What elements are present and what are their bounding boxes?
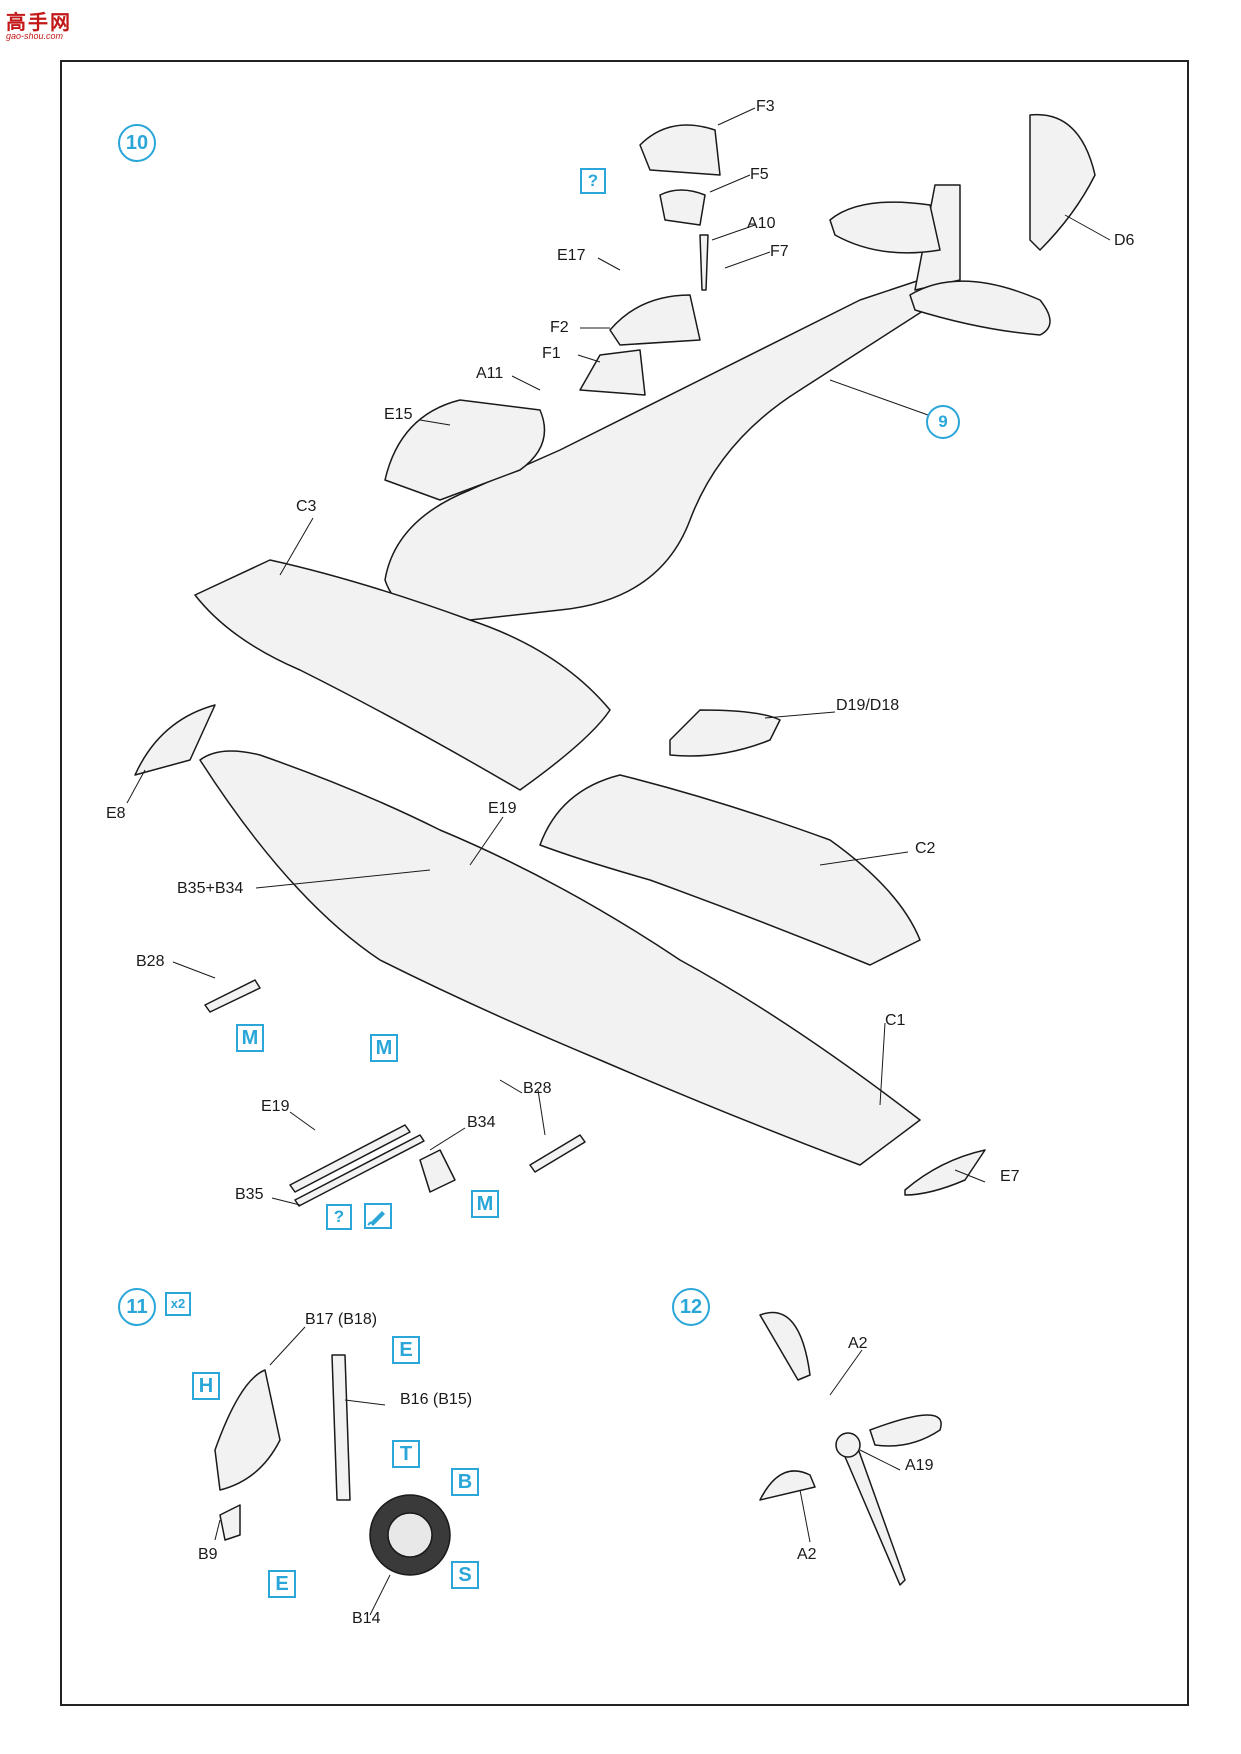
logo-text: 高手网 bbox=[6, 12, 72, 34]
part-label-a2-bottom: A2 bbox=[797, 1546, 817, 1563]
cowling-part-e15 bbox=[384, 399, 546, 501]
gun-barrel-right-b28 bbox=[529, 1134, 586, 1173]
part-label-e15: E15 bbox=[384, 406, 413, 423]
part-label-b9: B9 bbox=[198, 1546, 218, 1563]
cannon-part-e19 bbox=[289, 1124, 411, 1193]
propeller-blade-upper bbox=[759, 1311, 811, 1381]
part-label-c2: C2 bbox=[915, 840, 936, 857]
paint-code-m-right: M bbox=[471, 1190, 499, 1218]
part-label-b17-b18: B17 (B18) bbox=[305, 1311, 378, 1328]
part-label-e19-bottom: E19 bbox=[261, 1098, 290, 1115]
paint-brush-icon bbox=[364, 1203, 392, 1229]
part-label-b28-left: B28 bbox=[136, 953, 165, 970]
paint-code-b: B bbox=[451, 1468, 479, 1496]
propeller-blade-right bbox=[869, 1414, 942, 1447]
paint-code-m-left: M bbox=[236, 1024, 264, 1052]
part-label-e17: E17 bbox=[557, 247, 586, 264]
cannon-cover-b34 bbox=[419, 1149, 456, 1193]
lower-wing-part-c1 bbox=[199, 750, 921, 1166]
part-label-b35: B35 bbox=[235, 1186, 264, 1203]
optional-part-symbol: ? bbox=[580, 168, 606, 194]
part-label-c3: C3 bbox=[296, 498, 317, 515]
windscreen-part-f1 bbox=[579, 349, 646, 396]
spinner-part-a19 bbox=[839, 1439, 906, 1586]
tailplane-right-drawing bbox=[909, 280, 1051, 336]
propeller-hub-drawing bbox=[835, 1432, 861, 1458]
logo-url: gao-shou.com bbox=[6, 31, 64, 41]
part-label-b28-right: B28 bbox=[523, 1080, 552, 1097]
paint-code-t: T bbox=[392, 1440, 420, 1468]
cannon-part-b35 bbox=[294, 1134, 425, 1207]
landing-gear-leg-b16 bbox=[331, 1354, 351, 1501]
wingtip-part-e7 bbox=[904, 1149, 986, 1196]
part-label-f5: F5 bbox=[750, 166, 769, 183]
part-label-f7: F7 bbox=[770, 243, 789, 260]
paint-code-h: H bbox=[192, 1372, 220, 1400]
part-label-b35-b34: B35+B34 bbox=[177, 880, 244, 897]
part-label-d19-d18: D19/D18 bbox=[836, 697, 900, 714]
part-label-b34: B34 bbox=[467, 1114, 496, 1131]
site-logo: 高手网 gao-shou.com bbox=[6, 6, 76, 42]
part-label-a2-top: A2 bbox=[848, 1335, 868, 1352]
part-label-b14: B14 bbox=[352, 1610, 381, 1627]
canopy-part-f2 bbox=[609, 294, 701, 346]
optional-part-symbol-cannon: ? bbox=[326, 1204, 352, 1230]
upper-wing-part-c3 bbox=[194, 559, 611, 791]
canopy-part-f3 bbox=[639, 124, 721, 176]
part-label-f2: F2 bbox=[550, 319, 569, 336]
step-11-marker: 11 bbox=[118, 1288, 156, 1326]
gear-door-part-b17 bbox=[214, 1369, 281, 1491]
propeller-blade-left bbox=[759, 1470, 816, 1501]
part-label-a10: A10 bbox=[747, 215, 776, 232]
rudder-part-d6 bbox=[1029, 113, 1096, 251]
part-label-f1: F1 bbox=[542, 345, 561, 362]
gun-barrel-left-b28 bbox=[204, 979, 261, 1013]
antenna-part-a10 bbox=[699, 234, 709, 291]
part-label-f3: F3 bbox=[756, 98, 775, 115]
wingtip-part-e8 bbox=[134, 704, 216, 776]
part-label-e19-top: E19 bbox=[488, 800, 517, 817]
instruction-page-frame bbox=[60, 60, 1189, 1706]
part-label-e7: E7 bbox=[1000, 1168, 1020, 1185]
gear-part-b9 bbox=[219, 1504, 241, 1541]
canopy-part-f5 bbox=[659, 189, 706, 226]
step-9-reference: 9 bbox=[926, 405, 960, 439]
step-12-marker: 12 bbox=[672, 1288, 710, 1326]
paint-code-s: S bbox=[451, 1561, 479, 1589]
part-label-c1: C1 bbox=[885, 1012, 906, 1029]
part-label-e8: E8 bbox=[106, 805, 126, 822]
panel-part-d19-d18 bbox=[669, 709, 781, 757]
tailplane-left-drawing bbox=[829, 201, 941, 254]
paint-code-m-cannon: M bbox=[370, 1034, 398, 1062]
upper-wing-part-c2 bbox=[539, 774, 921, 966]
paint-code-e-top: E bbox=[392, 1336, 420, 1364]
part-label-d6: D6 bbox=[1114, 232, 1135, 249]
multiplier-badge: x2 bbox=[165, 1292, 191, 1316]
paint-code-e-bottom: E bbox=[268, 1570, 296, 1598]
part-label-a11: A11 bbox=[476, 365, 504, 382]
part-label-a19: A19 bbox=[905, 1457, 934, 1474]
part-label-b16-b15: B16 (B15) bbox=[400, 1391, 473, 1408]
step-10-marker: 10 bbox=[118, 124, 156, 162]
